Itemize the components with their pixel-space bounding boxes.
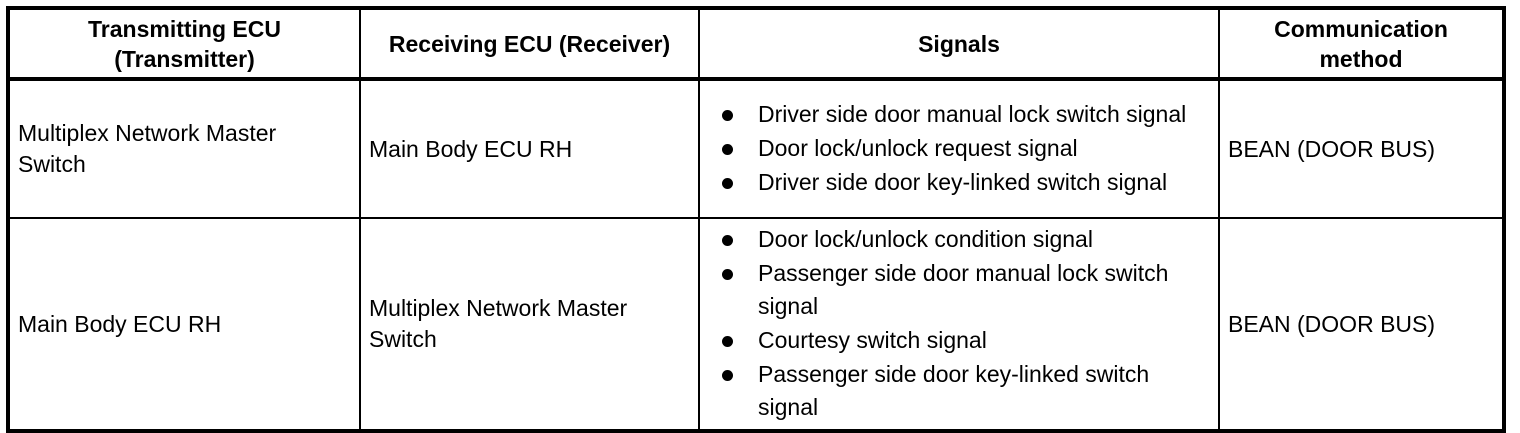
signal-list-item-label: Courtesy switch signal — [758, 327, 987, 353]
table-header: Transmitting ECU (Transmitter) Receiving… — [7, 8, 1505, 81]
bullet-icon — [722, 235, 733, 246]
cell-signals: Driver side door manual lock switch sign… — [698, 79, 1220, 218]
signal-list-item: Passenger side door key-linked switch si… — [722, 358, 1208, 424]
cell-communication-method: BEAN (DOOR BUS) — [1218, 79, 1505, 218]
column-header-communication-method-line2: method — [1319, 45, 1403, 72]
signal-list-item-label: Door lock/unlock request signal — [758, 135, 1078, 161]
column-header-receiving-ecu: Receiving ECU (Receiver) — [359, 8, 700, 81]
signal-list-item: Door lock/unlock request signal — [722, 132, 1208, 165]
column-header-receiving-ecu-line1: Receiving ECU (Receiver) — [388, 30, 671, 57]
column-header-signals: Signals — [698, 8, 1220, 81]
table-body: Multiplex Network Master Switch Main Bod… — [7, 79, 1505, 431]
table-row: Main Body ECU RH Multiplex Network Maste… — [7, 217, 1505, 431]
signal-list-item-label: Door lock/unlock condition signal — [758, 226, 1093, 252]
column-header-communication-method-line1: Communication — [1274, 15, 1448, 42]
signal-list-item-label: Driver side door manual lock switch sign… — [758, 101, 1187, 127]
column-header-transmitting-ecu: Transmitting ECU (Transmitter) — [7, 8, 361, 81]
column-header-transmitting-ecu-line2: (Transmitter) — [114, 45, 255, 72]
column-header-transmitting-ecu-line1: Transmitting ECU — [88, 15, 281, 42]
cell-receiver-text: Multiplex Network Master Switch — [369, 295, 628, 352]
cell-communication-method: BEAN (DOOR BUS) — [1218, 217, 1505, 431]
cell-transmitter: Multiplex Network Master Switch — [7, 79, 361, 218]
bullet-icon — [722, 370, 733, 381]
cell-communication-method-text: BEAN (DOOR BUS) — [1228, 310, 1436, 337]
cell-transmitter-text: Main Body ECU RH — [18, 310, 222, 337]
signal-list-item-label: Driver side door key-linked switch signa… — [758, 169, 1168, 195]
ecu-communication-table-container: Transmitting ECU (Transmitter) Receiving… — [6, 6, 1506, 433]
signal-list-item: Driver side door manual lock switch sign… — [722, 98, 1208, 131]
bullet-icon — [722, 269, 733, 280]
cell-transmitter-text: Multiplex Network Master Switch — [18, 120, 277, 177]
signal-list-item: Driver side door key-linked switch signa… — [722, 166, 1208, 199]
cell-receiver: Multiplex Network Master Switch — [359, 217, 700, 431]
signal-list-item-label: Passenger side door key-linked switch si… — [758, 361, 1150, 420]
cell-receiver: Main Body ECU RH — [359, 79, 700, 218]
signal-list: Driver side door manual lock switch sign… — [700, 94, 1218, 204]
cell-transmitter: Main Body ECU RH — [7, 217, 361, 431]
header-row: Transmitting ECU (Transmitter) Receiving… — [7, 8, 1505, 81]
signal-list-item-label: Passenger side door manual lock switch s… — [758, 260, 1169, 319]
cell-receiver-text: Main Body ECU RH — [369, 135, 573, 162]
bullet-icon — [722, 110, 733, 121]
column-header-communication-method: Communication method — [1218, 8, 1505, 81]
bullet-icon — [722, 144, 733, 155]
column-header-signals-line1: Signals — [918, 30, 1000, 57]
ecu-communication-table: Transmitting ECU (Transmitter) Receiving… — [6, 6, 1506, 433]
bullet-icon — [722, 178, 733, 189]
bullet-icon — [722, 336, 733, 347]
signal-list-item: Door lock/unlock condition signal — [722, 223, 1208, 256]
signal-list-item: Passenger side door manual lock switch s… — [722, 257, 1208, 323]
table-row: Multiplex Network Master Switch Main Bod… — [7, 79, 1505, 218]
cell-communication-method-text: BEAN (DOOR BUS) — [1228, 135, 1436, 162]
signal-list-item: Courtesy switch signal — [722, 324, 1208, 357]
